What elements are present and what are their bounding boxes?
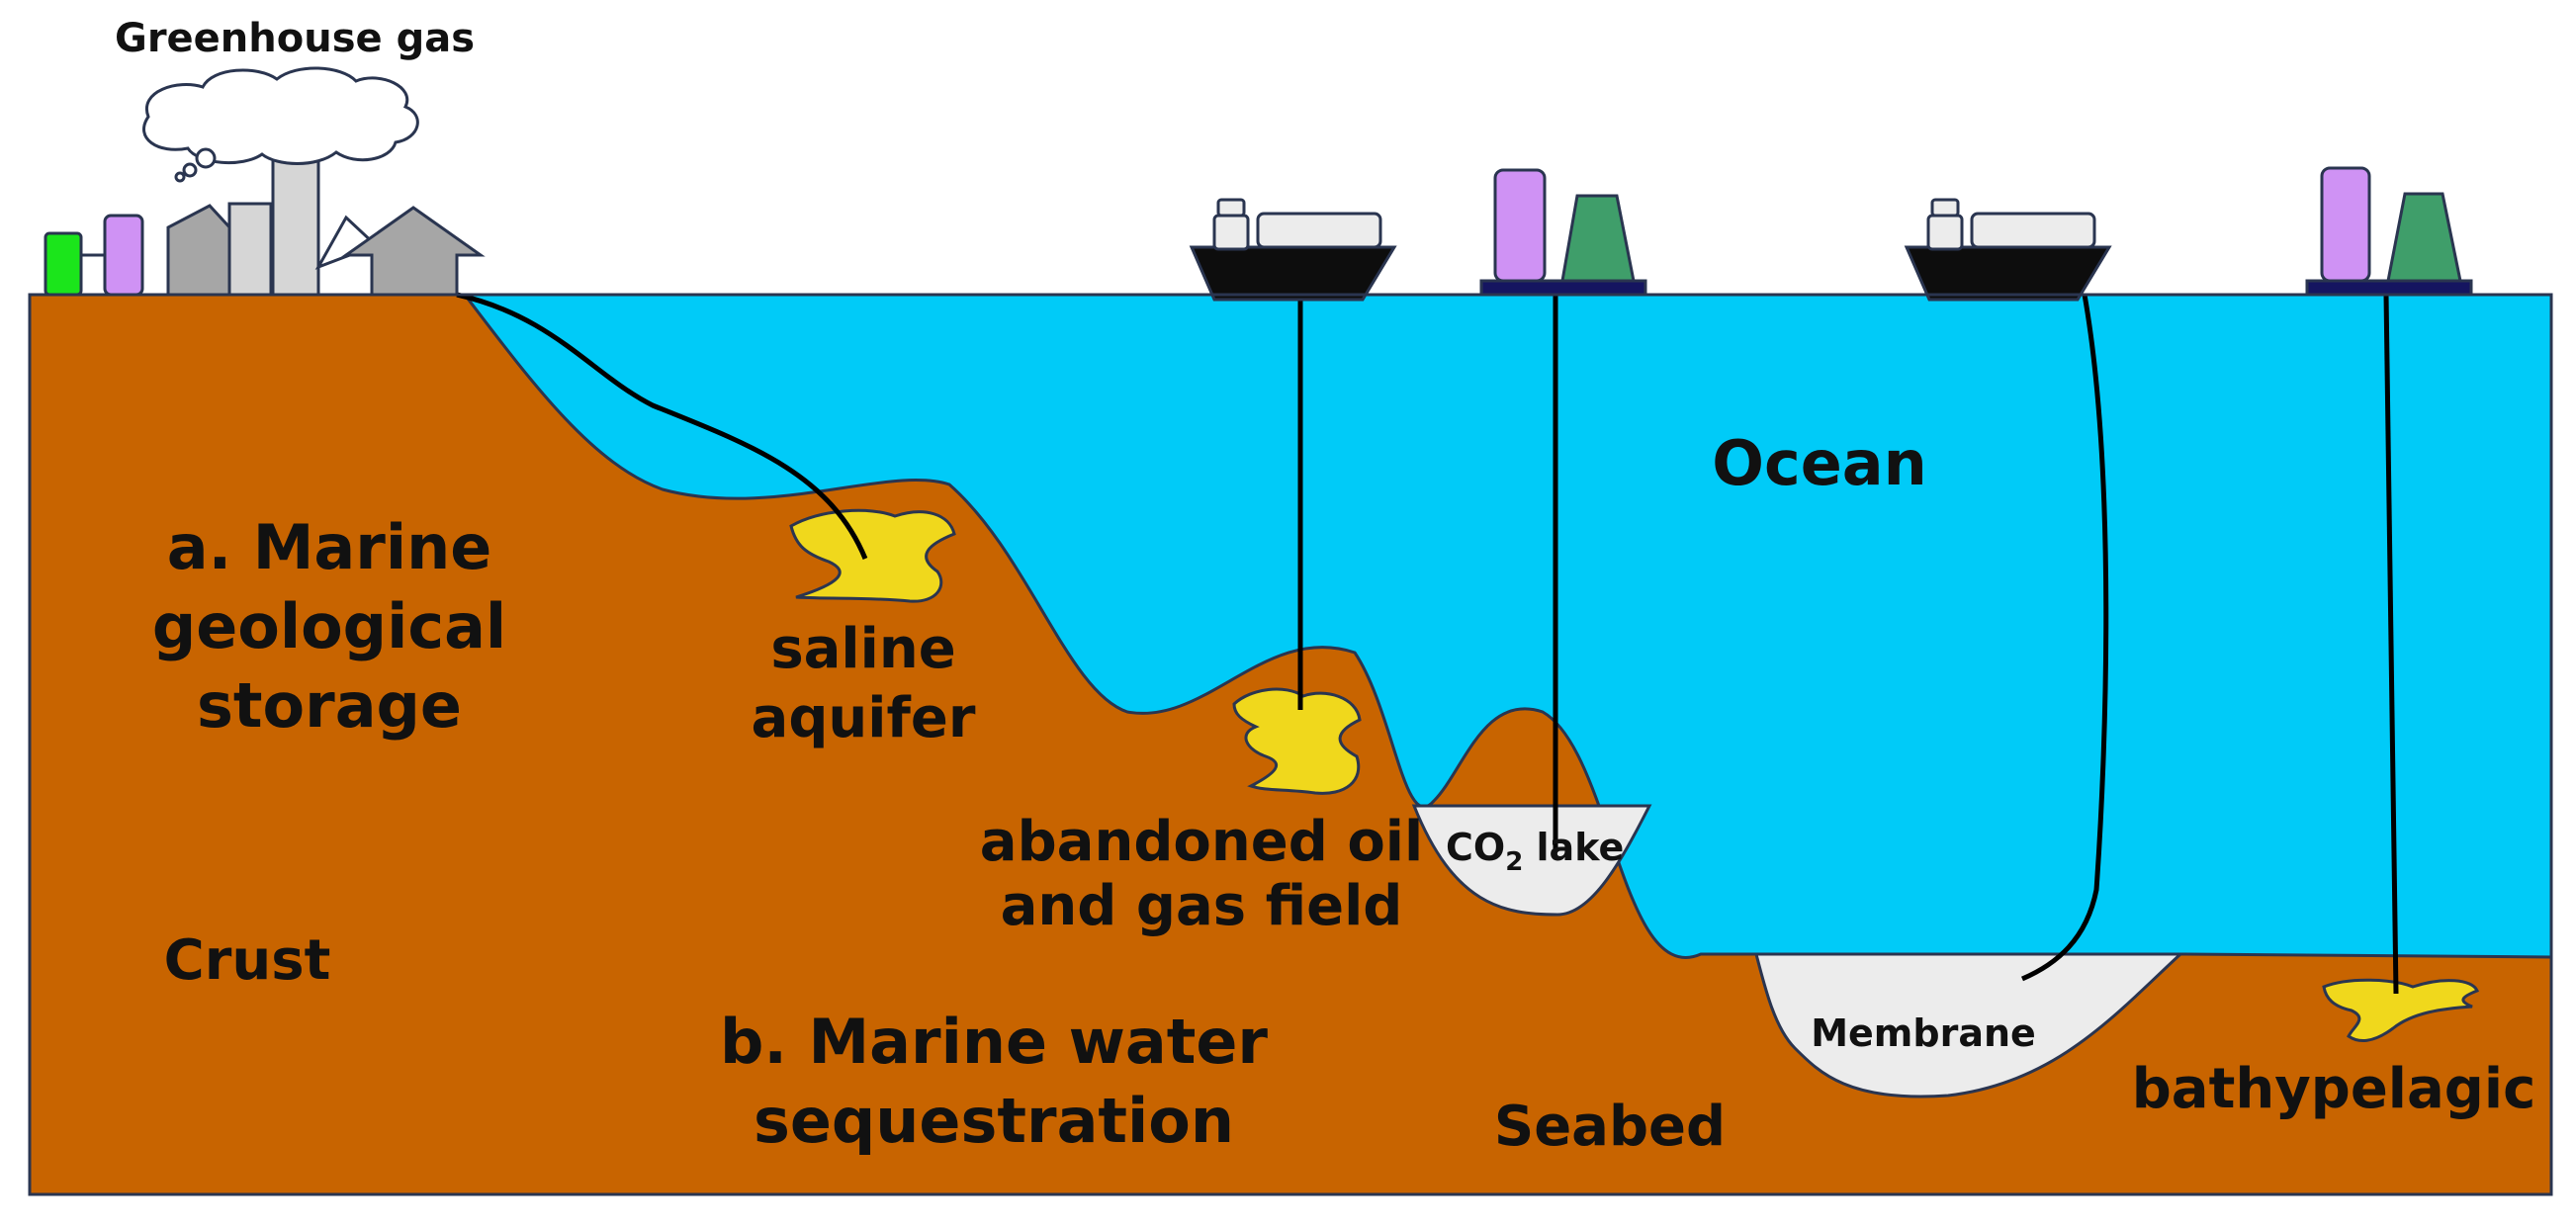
factory-chimney (271, 156, 320, 297)
bathypelagic-reservoir (2322, 978, 2479, 1042)
co2-lake-label: CO2 lake (1446, 826, 1624, 877)
saline-aquifer-label-line2: aquifer (752, 686, 976, 750)
ship-2 (1904, 198, 2112, 302)
house-building (341, 206, 486, 297)
marine-geological-storage-label-line3: storage (197, 669, 462, 742)
ship-bridge-top (1216, 198, 1246, 218)
platform-tank (1493, 168, 1547, 283)
saline-aquifer-reservoir (789, 508, 956, 603)
abandoned-field-label-line1: abandoned oil (980, 810, 1423, 874)
platform-tower (2386, 192, 2462, 283)
marine-water-sequestration-label-line1: b. Marine water (720, 1006, 1268, 1078)
ship-cargo (1256, 212, 1382, 249)
ship-1 (1189, 198, 1397, 302)
onshore-industry (44, 156, 486, 297)
cloud-bubble-2 (182, 162, 198, 178)
crust-label: Crust (164, 928, 331, 993)
marine-geological-storage-label-line1: a. Marine (167, 511, 492, 583)
marine-water-sequestration-label-line2: sequestration (754, 1085, 1234, 1157)
greenhouse-gas-cloud (142, 66, 419, 165)
co2-lake-suffix: lake (1523, 826, 1624, 869)
platform-tank (2320, 166, 2371, 283)
platform-deck (2305, 279, 2473, 297)
platform-tower (1560, 194, 1636, 283)
ship-cargo (1970, 212, 2096, 249)
abandoned-field-reservoir (1232, 687, 1362, 795)
bathypelagic-label: bathypelagic (2132, 1057, 2536, 1121)
abandoned-field-label-line2: and gas field (1001, 874, 1403, 938)
cloud-bubble-1 (195, 147, 217, 169)
membrane-basin (1754, 952, 2184, 1098)
co2-lake-prefix: CO (1446, 826, 1505, 869)
ship-bridge (1212, 214, 1250, 251)
ship-hull (1189, 245, 1397, 302)
platform-1 (1479, 168, 1647, 297)
seabed-label: Seabed (1494, 1095, 1726, 1159)
diagram-frame (28, 293, 2553, 1196)
pipeline-platform-2 (2383, 294, 2399, 995)
ship-bridge-top (1930, 198, 1960, 218)
factory-block (227, 202, 273, 297)
purple-tank (103, 214, 144, 297)
platform-2 (2305, 166, 2473, 297)
membrane-label: Membrane (1811, 1011, 2036, 1055)
cloud-bubble-3 (174, 171, 186, 183)
pipeline-onshore (456, 292, 868, 560)
ship-hull (1904, 245, 2112, 302)
platform-deck (1479, 279, 1647, 297)
ocean-label: Ocean (1712, 427, 1926, 499)
marine-geological-storage-label-line2: geological (152, 590, 506, 662)
saline-aquifer-label-line1: saline (770, 617, 955, 681)
green-tank (44, 231, 83, 297)
ship-bridge (1926, 214, 1964, 251)
greenhouse-gas-label: Greenhouse gas (115, 16, 475, 61)
pipeline-ship-2 (2021, 294, 2109, 982)
co2-lake-basin (1411, 804, 1652, 917)
co2-lake-subscript: 2 (1505, 847, 1523, 877)
